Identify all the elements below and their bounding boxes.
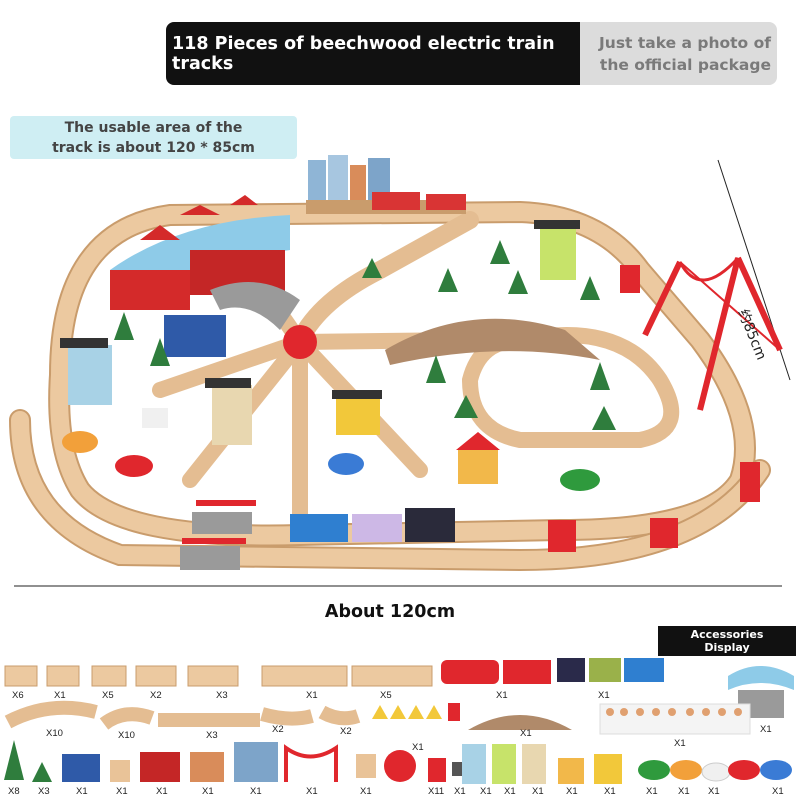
stone-bridge: [385, 318, 600, 365]
bridge-pillars: [548, 265, 760, 552]
qty-label: X1: [116, 786, 128, 797]
qty-label: X1: [598, 690, 610, 701]
usable-area-note: The usable area of the track is about 12…: [10, 116, 297, 159]
roundhouse-station: [110, 195, 300, 330]
qty-label: X2: [150, 690, 162, 701]
qty-label: X1: [566, 786, 578, 797]
qty-label: X8: [8, 786, 20, 797]
qty-label: X1: [412, 742, 424, 753]
qty-label: X1: [454, 786, 466, 797]
qty-label: X1: [678, 786, 690, 797]
buildings: [60, 220, 580, 484]
qty-label: X3: [206, 730, 218, 741]
train-on-bridge: [372, 192, 466, 210]
toy-cars: [62, 408, 600, 491]
qty-label: X5: [380, 690, 392, 701]
qty-label: X1: [646, 786, 658, 797]
accessory-trains: [441, 658, 664, 684]
qty-label: X1: [250, 786, 262, 797]
suspension-bridge: [642, 256, 783, 411]
accessory-curved-tracks: [4, 700, 361, 730]
accessories-header: Accessories Display: [658, 626, 796, 656]
qty-label: X1: [772, 786, 784, 797]
qty-label: X1: [202, 786, 214, 797]
accessory-straight-tracks: [4, 665, 433, 687]
qty-label: X10: [46, 728, 63, 739]
train-on-track: [290, 508, 455, 542]
qty-label: X1: [604, 786, 616, 797]
level-crossings: [180, 500, 256, 570]
product-title-banner: 118 Pieces of beechwood electric train t…: [166, 22, 580, 85]
package-note: Just take a photo of the official packag…: [580, 22, 777, 85]
accessory-signs: [372, 703, 460, 721]
width-dimension-label: About 120cm: [324, 602, 456, 622]
qty-label: X1: [54, 690, 66, 701]
accessory-figures: [599, 703, 751, 735]
qty-label: X1: [306, 786, 318, 797]
qty-label: X5: [102, 690, 114, 701]
qty-label: X10: [118, 730, 135, 741]
qty-label: X6: [12, 690, 24, 701]
turntable: [283, 325, 317, 359]
qty-label: X1: [520, 728, 532, 739]
qty-label: X1: [76, 786, 88, 797]
qty-label: X1: [674, 738, 686, 749]
qty-label: X1: [532, 786, 544, 797]
trees: [114, 240, 616, 430]
qty-label: X1: [360, 786, 372, 797]
qty-label: X1: [496, 690, 508, 701]
qty-label: X2: [340, 726, 352, 737]
qty-label: X1: [708, 786, 720, 797]
qty-label: X11: [428, 786, 445, 797]
qty-label: X1: [306, 690, 318, 701]
qty-label: X3: [216, 690, 228, 701]
qty-label: X2: [272, 724, 284, 735]
qty-label: X1: [480, 786, 492, 797]
qty-label: X3: [38, 786, 50, 797]
accessory-row3-items: [4, 740, 792, 784]
qty-label: X1: [504, 786, 516, 797]
accessory-stone-bridge: [468, 715, 572, 730]
qty-label: X1: [156, 786, 168, 797]
product-title: 118 Pieces of beechwood electric train t…: [172, 33, 555, 74]
qty-label: X1: [760, 724, 772, 735]
